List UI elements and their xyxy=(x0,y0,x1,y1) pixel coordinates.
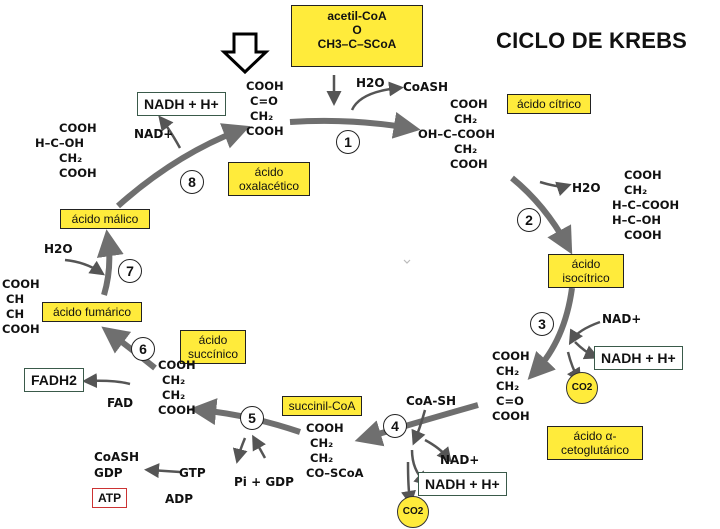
fadh2-label: FADH2 xyxy=(24,368,84,392)
succinyl-coa-label: succinil-CoA xyxy=(282,396,362,416)
citrate-structure: COOH CH₂ OH–C–COOH CH₂ COOH xyxy=(418,97,495,171)
acetyl-coa-formula: CH3–C–SCoA xyxy=(317,37,397,51)
adp-label: ADP xyxy=(165,492,194,506)
co2-step3: CO2 xyxy=(566,372,598,404)
acetyl-coa-label: acetil-CoA xyxy=(327,9,387,23)
arrow-step-8 xyxy=(115,123,251,209)
co2-step4: CO2 xyxy=(397,496,429,528)
gdp-label: GDP xyxy=(94,466,123,480)
coash-step1: CoASH xyxy=(403,80,449,94)
nad-step4: NAD+ xyxy=(440,453,480,467)
arrow-step-3 xyxy=(527,287,575,380)
start-indicator-arrow xyxy=(220,32,270,75)
acetyl-coa-oxygen: O xyxy=(352,23,362,37)
succinate-structure: COOH CH₂ CH₂ COOH xyxy=(158,358,196,417)
coash-step4: CoA-SH xyxy=(406,394,457,408)
diagram-title: CICLO DE KREBS xyxy=(496,28,688,53)
h2o-step1: H2O xyxy=(356,76,385,90)
succinyl-coa-structure: COOH CH₂ CH₂ CO–SCoA xyxy=(306,421,364,480)
arrow-step-2 xyxy=(510,175,573,255)
step-1: 1 xyxy=(336,130,360,154)
fumaric-acid-label: ácido fumárico xyxy=(42,302,142,322)
isocitric-acid-label: ácido isocítrico xyxy=(548,254,624,288)
atp-label: ATP xyxy=(92,488,128,508)
malic-acid-label: ácido málico xyxy=(60,209,150,229)
isocitrate-structure: COOH CH₂ H–C–COOH H–C–OH COOH xyxy=(612,168,680,242)
nadh-step8: NADH + H+ xyxy=(137,92,226,116)
malate-structure: COOH H–C–OH CH₂ COOH xyxy=(35,121,97,180)
oxaloacetic-acid-label: ácido oxalacético xyxy=(228,162,310,196)
h2o-step7: H2O xyxy=(44,242,73,256)
step-2: 2 xyxy=(517,208,541,232)
center-mark xyxy=(403,259,411,264)
step-4: 4 xyxy=(383,414,407,438)
step-5: 5 xyxy=(240,406,264,430)
nad-step3: NAD+ xyxy=(602,312,642,326)
pi-gdp: Pi + GDP xyxy=(234,475,294,489)
step-8: 8 xyxy=(180,170,204,194)
oxaloacetate-structure: COOH C=O CH₂ COOH xyxy=(246,79,284,138)
step-3: 3 xyxy=(530,312,554,336)
acetyl-coa-box: acetil-CoA O CH3–C–SCoA xyxy=(291,5,423,67)
nadh-step3: NADH + H+ xyxy=(594,346,683,370)
arrow-step-4 xyxy=(354,402,479,447)
fad-label: FAD xyxy=(107,396,134,410)
fumarate-structure: COOH CH CH COOH xyxy=(2,277,40,336)
ketoglutaric-acid-label: ácido α-cetoglutárico xyxy=(547,426,643,460)
arrow-step-1 xyxy=(289,112,421,139)
step-6: 6 xyxy=(131,337,155,361)
arrow-step-7 xyxy=(96,229,124,296)
h2o-step2: H2O xyxy=(572,181,601,195)
step-7: 7 xyxy=(118,259,142,283)
coash-step5: CoASH xyxy=(94,450,140,464)
nad-step8: NAD+ xyxy=(134,127,174,141)
ketoglutarate-structure: COOH CH₂ CH₂ C=O COOH xyxy=(492,349,530,423)
nadh-step4: NADH + H+ xyxy=(418,472,507,496)
succinic-acid-label: ácido succínico xyxy=(180,330,246,364)
gtp-label: GTP xyxy=(179,466,206,480)
citric-acid-label: ácido cítrico xyxy=(507,94,591,114)
